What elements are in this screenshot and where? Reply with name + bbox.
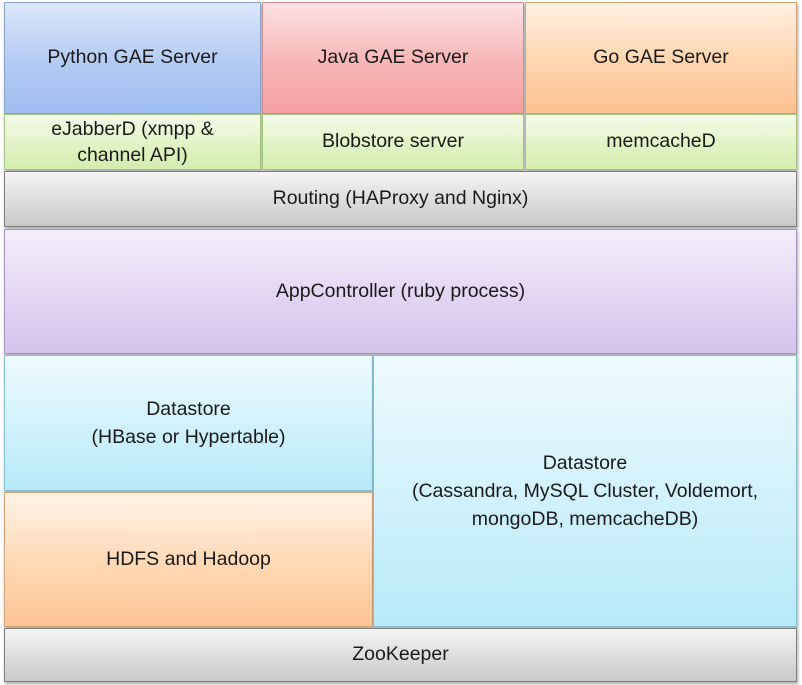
blobstore-server-label: Blobstore server	[322, 130, 464, 153]
java-gae-server-box: Java GAE Server	[262, 2, 524, 114]
memcached-box: memcacheD	[525, 114, 797, 170]
datastore-other-box: Datastore (Cassandra, MySQL Cluster, Vol…	[373, 355, 797, 627]
appcontroller-label: AppController (ruby process)	[275, 279, 526, 302]
blobstore-server-box: Blobstore server	[262, 114, 524, 170]
datastore-hbase-label: Datastore (HBase or Hypertable)	[92, 395, 286, 452]
python-gae-server-label: Python GAE Server	[47, 46, 218, 69]
hdfs-hadoop-label: HDFS and Hadoop	[106, 547, 271, 570]
routing-label: Routing (HAProxy and Nginx)	[272, 187, 529, 210]
go-gae-server-box: Go GAE Server	[525, 2, 797, 114]
memcached-label: memcacheD	[606, 130, 716, 153]
ejabberd-label-line1: eJabberD (xmpp &	[51, 117, 214, 140]
python-gae-server-box: Python GAE Server	[4, 2, 261, 114]
appcontroller-box: AppController (ruby process)	[4, 229, 797, 354]
datastore-other-label-line1: Datastore	[542, 451, 628, 474]
ejabberd-label-line2: channel API)	[77, 144, 188, 166]
java-gae-server-label: Java GAE Server	[317, 46, 469, 69]
datastore-hbase-label-line2: (HBase or Hypertable)	[91, 426, 286, 448]
datastore-other-label-line2: (Cassandra, MySQL Cluster, Voldemort,	[411, 479, 759, 502]
datastore-other-label: Datastore (Cassandra, MySQL Cluster, Vol…	[412, 449, 758, 534]
go-gae-server-label: Go GAE Server	[593, 46, 729, 69]
datastore-hbase-label-line1: Datastore	[146, 397, 231, 420]
hdfs-hadoop-box: HDFS and Hadoop	[4, 492, 373, 627]
routing-box: Routing (HAProxy and Nginx)	[4, 171, 797, 227]
ejabberd-label: eJabberD (xmpp & channel API)	[51, 116, 214, 169]
datastore-other-label-line3: mongoDB, memcacheDB)	[471, 508, 699, 531]
zookeeper-box: ZooKeeper	[4, 628, 797, 682]
ejabberd-box: eJabberD (xmpp & channel API)	[4, 114, 261, 170]
datastore-hbase-box: Datastore (HBase or Hypertable)	[4, 355, 373, 491]
zookeeper-label: ZooKeeper	[352, 643, 449, 666]
